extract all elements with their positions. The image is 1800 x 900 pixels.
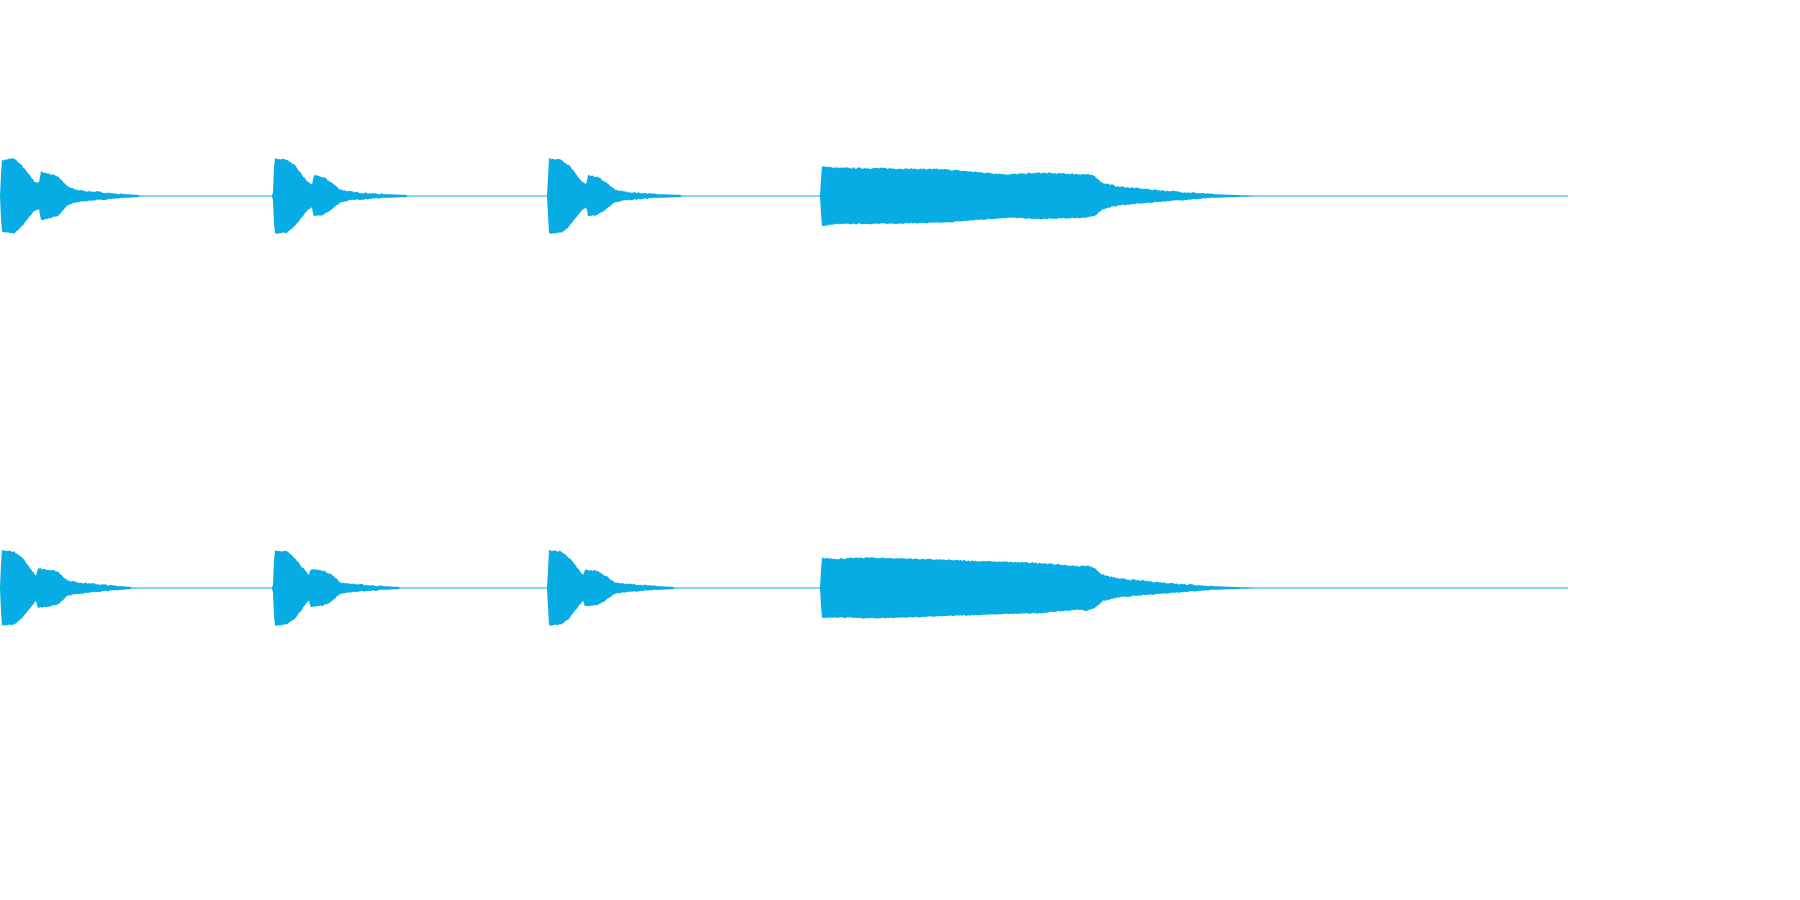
channel-2-burst-4 bbox=[820, 557, 1275, 619]
channel-1-burst-3 bbox=[547, 157, 683, 234]
channel-1-burst-1 bbox=[0, 158, 142, 234]
channel-1-burst-4 bbox=[820, 166, 1275, 227]
channel-2-burst-1 bbox=[0, 550, 134, 626]
channel-2-burst-3 bbox=[547, 549, 676, 626]
channel-2-waveform bbox=[0, 549, 1568, 626]
channel-1-waveform bbox=[0, 157, 1568, 234]
channel-2-burst-2 bbox=[272, 550, 402, 626]
channel-1-burst-2 bbox=[272, 158, 408, 234]
